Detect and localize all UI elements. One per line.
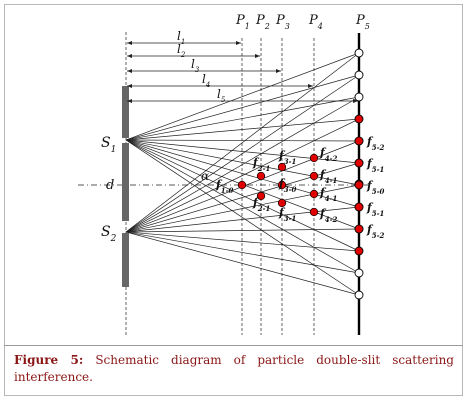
screen-red-point-3 [354,202,364,212]
screen-red-point-2 [354,180,364,190]
distance-arrow-head-l2 [255,54,260,58]
plane2-point-0 [256,171,266,181]
plane4-point-label-3: f4-2 [319,207,338,224]
caption-text: Schematic diagram of particle double-sli… [14,353,454,384]
angle-label-alpha: α [201,169,209,183]
ray-s2-0 [125,52,360,233]
barrier-lower [122,233,129,287]
plane4-point-label-0: f4-2 [319,146,338,163]
ray-s2-7 [125,206,360,233]
barrier-middle [122,143,129,221]
ray-s2-2 [125,96,360,233]
distance-label-l2: l2 [177,42,186,59]
plane3-point-label-2: f3-1 [278,206,296,223]
screen-point-label-1: f5-1 [366,157,384,174]
ray-s1-11 [125,139,360,296]
plane4-point-label-1: f4-1 [319,168,337,185]
distance-label-l4: l4 [202,72,210,89]
screen-open-point-10 [354,268,364,278]
screen-open-point-1 [354,70,364,80]
plane2-point-label-1: f2-1 [252,196,270,213]
screen-point-label-4: f5-2 [366,223,385,240]
plane3-point-label-0: f3-1 [278,149,296,166]
screen-point-label-3: f5-1 [366,201,384,218]
caption-top-rule [4,345,463,346]
distance-label-l1: l1 [177,29,185,46]
plane-label-p5: P5 [355,13,370,31]
screen-open-point-11 [354,290,364,300]
figure-caption: Figure 5: Schematic diagram of particle … [14,352,454,386]
plane3-point-2 [277,198,287,208]
screen-max-point-9 [354,246,364,256]
plane3-point-label-1: f3-0 [278,177,297,194]
ray-s2-10 [125,231,360,274]
screen-red-point-4 [354,224,364,234]
distance-label-l5: l5 [217,87,226,104]
screen-point-label-0: f5-2 [366,135,385,152]
plane-label-p1: P1 [235,13,250,31]
plane1-point-label-0: f1-0 [215,178,234,195]
plane-label-p4: P4 [308,13,323,31]
caption-label: Figure 5: [14,353,84,367]
plane2-point-1 [256,191,266,201]
screen-open-point-2 [354,92,364,102]
distance-arrow-head-l3 [276,69,281,73]
plane4-point-3 [309,207,319,217]
plane4-point-0 [309,153,319,163]
slit-label-s1: S1 [101,135,116,155]
ray-s1-5 [125,139,360,164]
ray-s2-3 [125,118,360,233]
plane-label-p2: P2 [255,13,270,31]
plane-label-p3: P3 [275,13,290,31]
screen-red-point-0 [354,136,364,146]
screen-red-point-1 [354,158,364,168]
distance-arrow-tail-l2 [127,54,132,58]
ray-s2-8 [125,228,360,233]
screen-max-point-3 [354,114,364,124]
ray-s1-7 [125,139,360,208]
distance-arrow-tail-l1 [127,41,132,45]
ray-s1-0 [125,52,360,141]
plane4-point-2 [309,189,319,199]
ray-s1-3 [125,118,360,141]
ray-s1-6 [125,139,360,186]
ray-s1-4 [125,139,360,142]
ray-s1-1 [125,74,360,141]
slit-spacing-label-d: d [106,178,114,193]
plane4-point-label-2: f4-1 [319,186,337,203]
distance-label-l3: l3 [191,57,200,74]
screen-point-label-2: f5-0 [366,179,385,196]
distance-arrow-head-l4 [308,84,313,88]
slit-label-s2: S2 [101,224,117,244]
distance-arrow-head-l5 [353,99,358,103]
plane1-point-0 [237,180,247,190]
ray-s1-10 [125,139,360,274]
plane3-point-0 [277,162,287,172]
plane4-point-1 [309,171,319,181]
ray-s2-9 [125,231,360,252]
distance-arrow-tail-l3 [127,69,132,73]
distance-arrow-tail-l5 [127,99,132,103]
ray-s2-5 [125,162,360,233]
plane3-point-1 [277,180,287,190]
plane2-point-label-0: f2-1 [252,156,270,173]
ray-s2-6 [125,184,360,233]
ray-s1-9 [125,139,360,252]
barrier-upper [122,86,129,138]
distance-arrow-head-l1 [236,41,241,45]
ray-s1-2 [125,96,360,141]
ray-s2-11 [125,231,360,296]
screen-open-point-0 [354,48,364,58]
distance-arrow-tail-l4 [127,84,132,88]
